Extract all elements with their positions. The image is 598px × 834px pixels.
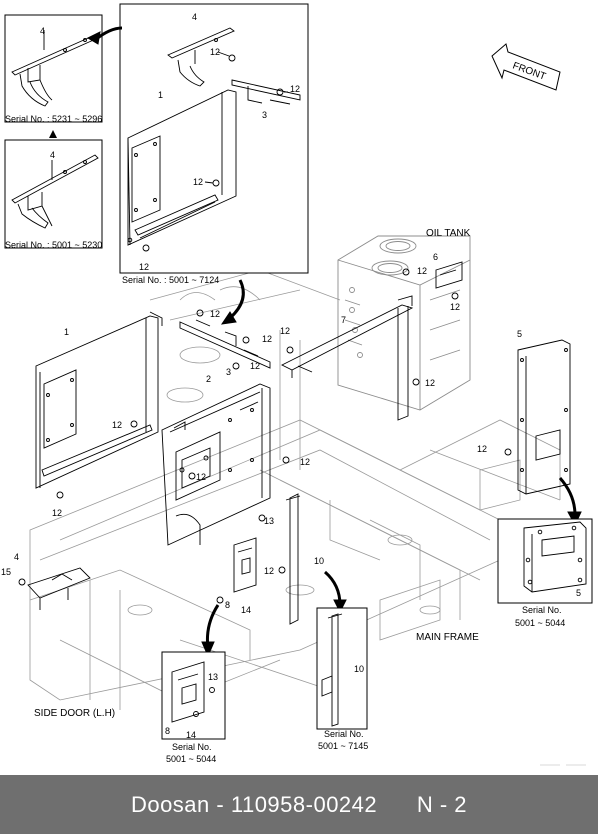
inset-serial-5231: 4 Serial No. : 5231 ~ 5296	[4, 14, 103, 124]
serial-label: Serial No.	[324, 729, 364, 739]
callout-12: 12	[262, 334, 272, 344]
oil-tank-drawing	[337, 235, 471, 411]
callout-12: 12	[450, 302, 460, 312]
inset-serial-5001-7124: 4 12 12 3 1 12 12 Serial No. : 5001 ~ 71…	[119, 3, 309, 285]
serial-range-5044: 5001 ~ 5044	[166, 754, 216, 764]
callout-2: 2	[206, 374, 211, 384]
pointer-arrows	[86, 26, 582, 658]
footer-bar: Doosan - 110958-00242 N - 2	[0, 775, 598, 834]
inset-serial-5001-5230: 4 Serial No. : 5001 ~ 5230	[4, 139, 103, 250]
main-parts-drawing	[18, 261, 571, 625]
footer-part-number: 110958-00242	[230, 791, 378, 817]
serial-label-5001-5230: Serial No. : 5001 ~ 5230	[5, 240, 102, 250]
callout-6: 6	[433, 252, 438, 262]
callout-12: 12	[139, 262, 149, 272]
callout-8: 8	[165, 726, 170, 736]
serial-label: Serial No.	[172, 742, 212, 752]
callout-12: 12	[477, 444, 487, 454]
serial-label-5231: Serial No. : 5231 ~ 5296	[5, 114, 102, 124]
callout-13: 13	[264, 516, 274, 526]
side-door-label: SIDE DOOR (L.H)	[34, 708, 115, 719]
footer-gap	[377, 792, 417, 818]
main-frame-label: MAIN FRAME	[416, 632, 479, 643]
callout-12: 12	[280, 326, 290, 336]
callout-4: 4	[192, 12, 197, 22]
callout-1: 1	[64, 327, 69, 337]
callout-12: 12	[52, 508, 62, 518]
callout-4: 4	[14, 552, 19, 562]
inset-part10-serial-7145: 10 Serial No. 5001 ~ 7145	[316, 607, 368, 751]
callout-4: 4	[50, 150, 55, 160]
callout-3: 3	[226, 367, 231, 377]
callout-12: 12	[193, 177, 203, 187]
callout-3: 3	[262, 110, 267, 120]
callout-5: 5	[576, 588, 581, 598]
callout-12: 12	[210, 309, 220, 319]
arrow-up-icon	[49, 130, 57, 138]
callout-5: 5	[517, 329, 522, 339]
callout-1: 1	[158, 90, 163, 100]
callout-4: 4	[40, 26, 45, 36]
inset-part5-serial-5044: 5 Serial No. 5001 ~ 5044	[497, 518, 593, 628]
parts-diagram: 4 Serial No. : 5231 ~ 5296 4 Serial No. …	[1, 3, 593, 766]
serial-label: Serial No.	[522, 605, 562, 615]
callout-12: 12	[290, 84, 300, 94]
callout-13: 13	[208, 672, 218, 682]
callout-12: 12	[425, 378, 435, 388]
main-frame-drawing	[29, 269, 561, 710]
callout-12: 12	[196, 472, 206, 482]
callout-12: 12	[300, 457, 310, 467]
callout-12: 12	[417, 266, 427, 276]
main-callouts: 1 12 12 12 12 12 12 3 2 7 6 12 12 12 5 1…	[1, 252, 522, 615]
serial-label-5001-7124: Serial No. : 5001 ~ 7124	[122, 275, 219, 285]
callout-12: 12	[210, 47, 220, 57]
inset-side-door-serial-5044: 13 8 14 Serial No. 5001 ~ 5044	[161, 651, 226, 764]
callout-14: 14	[186, 730, 196, 740]
callout-12: 12	[250, 361, 260, 371]
callout-10: 10	[354, 664, 364, 674]
serial-range-5044: 5001 ~ 5044	[515, 618, 565, 628]
callout-8: 8	[225, 600, 230, 610]
callout-14: 14	[241, 605, 251, 615]
footer-page: N - 2	[416, 791, 468, 817]
footer-brand: Doosan	[130, 791, 210, 817]
callout-12: 12	[264, 566, 274, 576]
callout-15: 15	[1, 567, 11, 577]
callout-7: 7	[341, 315, 346, 325]
callout-10: 10	[314, 556, 324, 566]
serial-range-7145: 5001 ~ 7145	[318, 741, 368, 751]
oil-tank-label: OIL TANK	[426, 228, 471, 239]
footer-separator: -	[209, 791, 231, 817]
callout-12: 12	[112, 420, 122, 430]
